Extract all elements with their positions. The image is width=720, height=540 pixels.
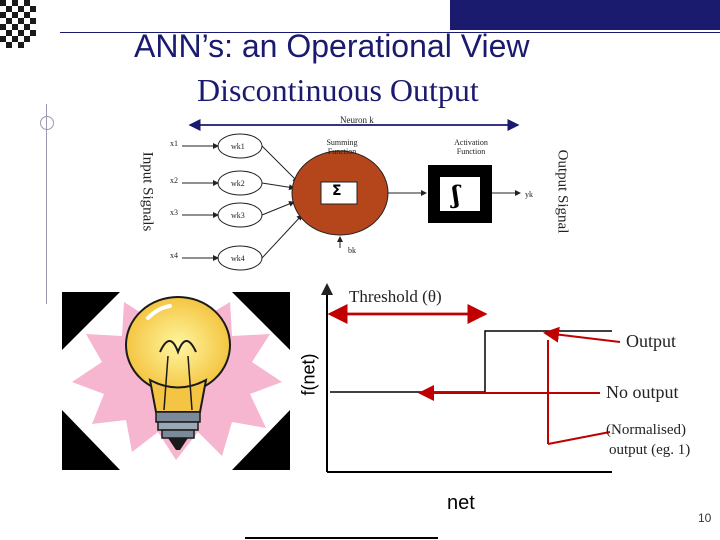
weight-4: wk4	[231, 254, 245, 263]
left-rule	[46, 104, 47, 304]
no-output-callout: No output	[606, 382, 679, 402]
header-line	[60, 32, 720, 33]
lightbulb-icon	[62, 292, 295, 470]
output-callout: Output	[626, 331, 677, 351]
left-rule-marker	[40, 116, 54, 130]
weight-2: wk2	[231, 179, 245, 188]
slide-subtitle: Discontinuous Output	[197, 72, 479, 108]
output-arrow	[543, 326, 621, 343]
fnet-label: f(net)	[298, 353, 319, 396]
neuron-label: Neuron k	[340, 115, 374, 125]
normalised-arrow	[547, 431, 611, 445]
output-var: yk	[525, 190, 533, 199]
activation-symbol: ʃ	[452, 180, 460, 209]
summing-label: Summing Function	[326, 138, 358, 156]
activation-label: Activation Function	[454, 138, 488, 156]
step-function	[330, 330, 612, 393]
summing-symbol: Σ	[332, 183, 342, 199]
normalised-callout-2: output (eg. 1)	[609, 442, 691, 458]
weight-1: wk1	[231, 142, 245, 151]
input-x4: x4	[170, 251, 178, 260]
threshold-label: Threshold (θ)	[349, 287, 442, 306]
summing-box	[320, 181, 358, 205]
input-signals-label: Input Signals	[139, 151, 156, 232]
checker-logo	[0, 0, 40, 52]
weight-3: wk3	[231, 211, 245, 220]
output-signal-label: Output Signal	[554, 149, 571, 234]
net-label: net	[447, 492, 475, 514]
input-x1: x1	[170, 139, 178, 148]
bias-label: bk	[348, 246, 356, 255]
input-x3: x3	[170, 208, 178, 217]
input-x2: x2	[170, 176, 178, 185]
slide-title: ANN’s: an Operational View	[134, 28, 530, 64]
page-number: 10	[698, 511, 712, 525]
header-bar	[450, 0, 720, 30]
normalised-callout-1: (Normalised)	[606, 422, 686, 438]
